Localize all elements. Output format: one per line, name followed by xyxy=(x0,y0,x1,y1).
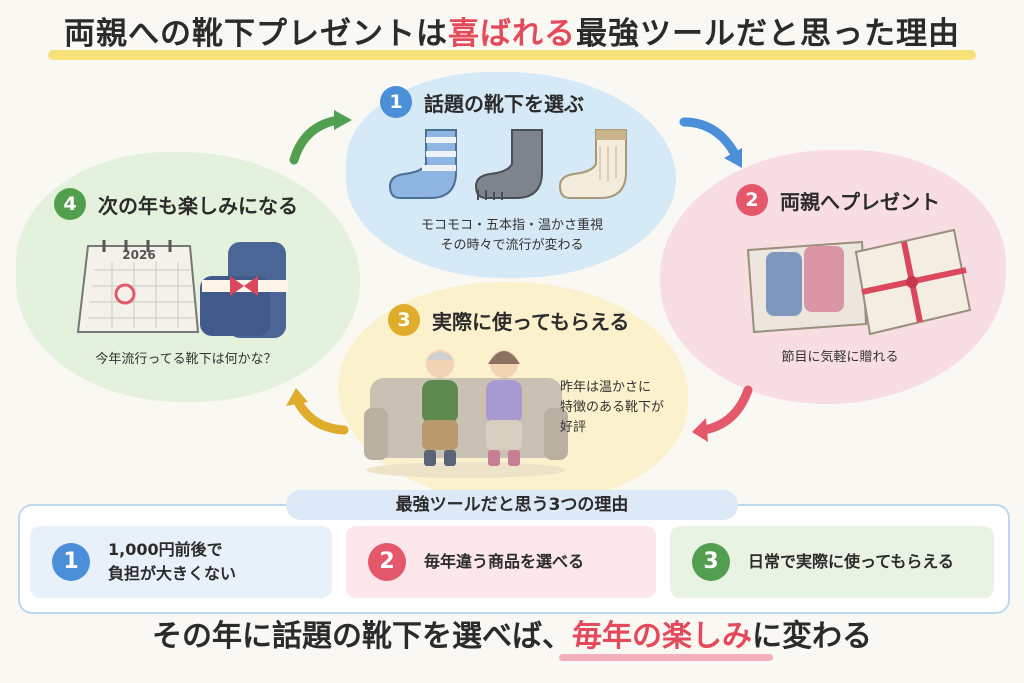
title-underline xyxy=(48,50,976,60)
step3-caption: 昨年は温かさに 特徴のある靴下が 好評 xyxy=(560,378,680,438)
gift-box-illustration xyxy=(746,228,972,336)
step1-caption-line2: その時々で流行が変わる xyxy=(440,238,584,253)
arrow-3-to-4-icon xyxy=(286,388,349,435)
bottom-highlight: 毎年の楽しみ xyxy=(572,619,752,654)
reason2-number: 2 xyxy=(368,543,406,581)
step4-caption-line1: 今年流行ってる靴下は何かな？ xyxy=(95,352,277,367)
step1-header: 1 話題の靴下を選ぶ xyxy=(380,86,584,118)
title-highlight: 喜ばれる xyxy=(448,16,576,52)
step1-number: 1 xyxy=(380,86,412,118)
bottom-message: その年に話題の靴下を選べば、毎年の楽しみに変わる xyxy=(0,612,1024,662)
step2-title: 両親へプレゼント xyxy=(780,189,940,214)
bottom-highlight-underline xyxy=(559,654,773,661)
parents-on-sofa-illustration xyxy=(364,350,568,478)
socks-illustration xyxy=(388,129,627,200)
step2-caption: 節目に気軽に贈れる xyxy=(740,348,940,368)
step3-caption-line3: 好評 xyxy=(560,420,587,435)
bottom-after: に変わる xyxy=(752,619,872,654)
step1-caption-line1: モコモコ・五本指・温かさ重視 xyxy=(420,218,603,233)
reason3-number: 3 xyxy=(692,543,730,581)
reason2-line1: 毎年違う商品を選べる xyxy=(424,552,585,571)
arrow-1-to-2-icon xyxy=(679,117,742,168)
arrow-2-to-3-icon xyxy=(692,385,753,442)
title-after: 最強ツールだと思った理由 xyxy=(576,16,960,52)
step3-caption-line1: 昨年は温かさに xyxy=(560,380,652,395)
calendar-illustration: 2026 xyxy=(74,226,204,334)
reason-card-1: 1 1,000円前後で 負担が大きくない xyxy=(30,526,332,598)
step4-number: 4 xyxy=(54,188,86,220)
reason1-line2: 負担が大きくない xyxy=(108,564,237,583)
page-title: 両親への靴下プレゼントは喜ばれる最強ツールだと思った理由 xyxy=(30,8,994,66)
step4-caption: 今年流行ってる靴下は何かな？ xyxy=(56,350,316,370)
step4-title: 次の年も楽しみになる xyxy=(98,193,298,218)
reason1-line1: 1,000円前後で xyxy=(108,540,223,559)
step2-number: 2 xyxy=(736,184,768,216)
reason3-line1: 日常で実際に使ってもらえる xyxy=(748,552,954,571)
reason-card-3: 3 日常で実際に使ってもらえる xyxy=(670,526,994,598)
step2-header: 2 両親へプレゼント xyxy=(736,184,940,216)
step3-title: 実際に使ってもらえる xyxy=(432,309,630,334)
step4-header: 4 次の年も楽しみになる xyxy=(54,188,298,220)
calendar-icon xyxy=(76,240,200,333)
arrow-4-to-1-icon xyxy=(289,110,352,165)
step3-header: 3 実際に使ってもらえる xyxy=(388,304,629,336)
step3-number: 3 xyxy=(388,304,420,336)
step2-caption-line1: 節目に気軽に贈れる xyxy=(781,350,899,365)
title-before: 両親への靴下プレゼントは xyxy=(64,16,448,52)
step1-title: 話題の靴下を選ぶ xyxy=(424,91,584,116)
folded-socks-illustration xyxy=(200,242,288,338)
step3-caption-line2: 特徴のある靴下が xyxy=(560,400,665,415)
calendar-year: 2026 xyxy=(122,248,156,262)
reason1-number: 1 xyxy=(52,543,90,581)
reason1-text: 1,000円前後で 負担が大きくない xyxy=(108,538,236,586)
step1-caption: モコモコ・五本指・温かさ重視 その時々で流行が変わる xyxy=(370,216,654,256)
reasons-title: 最強ツールだと思う3つの理由 xyxy=(286,490,738,520)
bottom-before: その年に話題の靴下を選べば、 xyxy=(152,619,572,654)
reason-card-2: 2 毎年違う商品を選べる xyxy=(346,526,656,598)
